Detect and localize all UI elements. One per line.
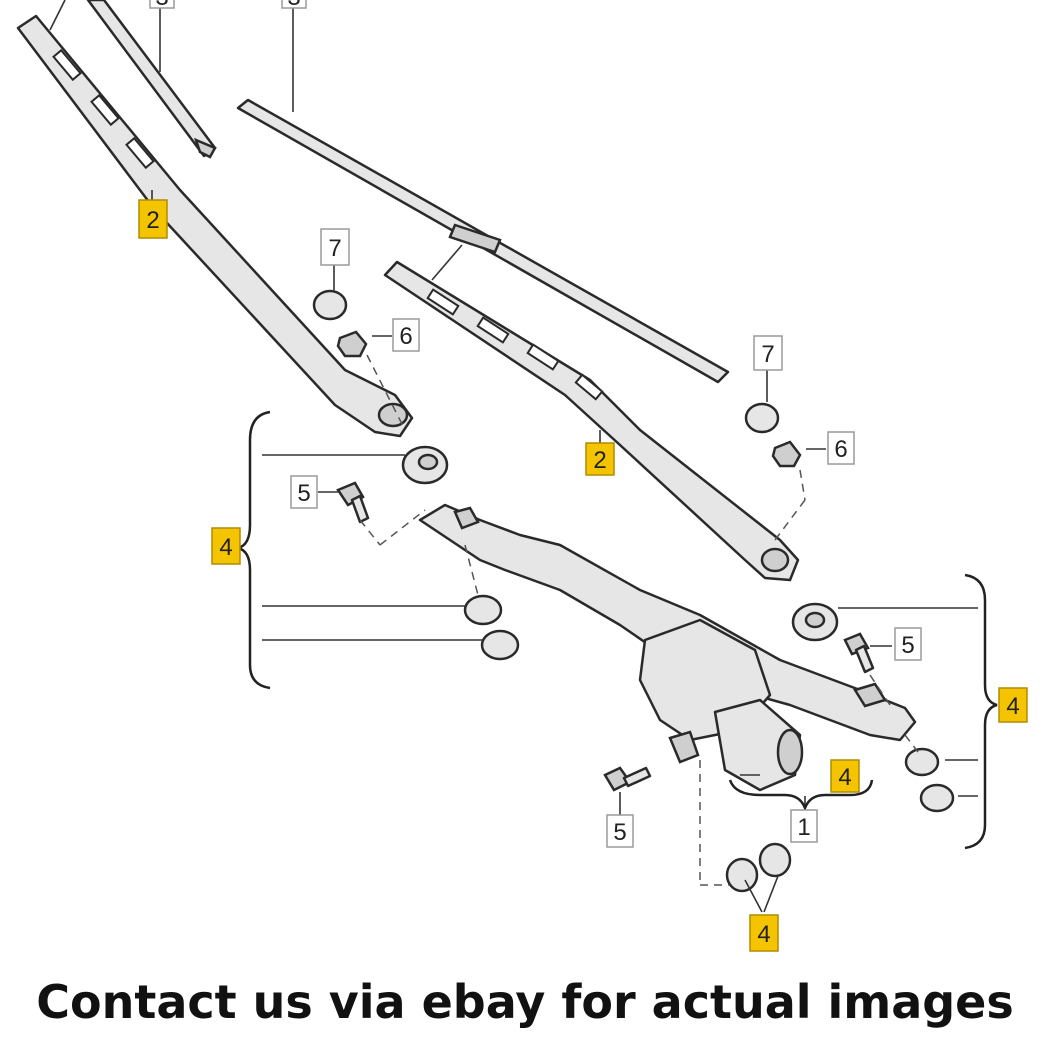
bushing-mid-left <box>463 594 503 626</box>
callout-label: 3 <box>155 0 168 11</box>
callout-5-right: 5 <box>894 627 922 661</box>
wiper-linkage-frame <box>418 503 917 742</box>
bolt-bottom <box>603 766 652 792</box>
callout-4-right: 4 <box>998 687 1028 723</box>
bushing-low-right <box>919 783 955 813</box>
bolt-left <box>336 481 370 524</box>
wiper-motor <box>638 618 804 792</box>
callout-6-left: 6 <box>392 318 420 352</box>
callout-4-left: 4 <box>211 527 241 565</box>
callout-label: 7 <box>761 341 774 368</box>
nut-right <box>771 440 802 468</box>
leader-lines <box>49 0 978 913</box>
callout-5-left: 5 <box>290 475 318 509</box>
callout-label: 4 <box>219 534 232 561</box>
callout-2-left: 2 <box>138 199 168 239</box>
callout-7-left: 7 <box>320 228 350 266</box>
callout-label: 4 <box>838 764 851 791</box>
bushing-mid-right <box>904 747 940 777</box>
callout-3-b: 3 <box>281 0 307 11</box>
callout-label: 4 <box>1006 693 1019 720</box>
callout-label: 6 <box>399 323 412 350</box>
callout-label: 7 <box>328 235 341 262</box>
callout-label: 2 <box>146 207 159 234</box>
callout-label: 5 <box>901 632 914 659</box>
callout-3-a: 3 <box>149 0 175 11</box>
callout-7-right: 7 <box>753 335 783 371</box>
cap-right <box>744 402 780 434</box>
wiper-arm-right <box>383 260 800 582</box>
callout-4-bottom: 4 <box>749 914 779 952</box>
callout-label: 4 <box>757 921 770 948</box>
wiper-blade-left <box>86 0 217 159</box>
wiper-arm-left <box>16 14 414 438</box>
bushing-low-left <box>480 629 520 661</box>
wiper-linkage-exploded-diagram: 3 3 2 2 7 7 6 6 5 5 5 4 <box>16 0 1028 952</box>
bolt-right <box>843 632 875 674</box>
callout-4-motor: 4 <box>830 759 860 793</box>
wiper-blade-right <box>236 98 730 384</box>
callout-2-right: 2 <box>585 442 615 476</box>
callout-label: 5 <box>613 819 626 846</box>
callout-label: 1 <box>797 814 810 841</box>
nut-left <box>336 330 368 358</box>
callout-6-right: 6 <box>827 431 855 465</box>
callout-label: 2 <box>593 447 606 474</box>
bushing-upper-right <box>791 602 839 642</box>
cap-left <box>312 289 348 321</box>
callout-1: 1 <box>790 809 818 843</box>
bushing-upper-left <box>401 445 449 485</box>
callout-label: 6 <box>834 436 847 463</box>
callout-label: 5 <box>297 480 310 507</box>
footer-notice: Contact us via ebay for actual images <box>36 975 1014 1029</box>
bushing-bottom-pair <box>725 842 792 893</box>
callout-label: 3 <box>287 0 300 11</box>
callout-5-bottom: 5 <box>606 814 634 848</box>
